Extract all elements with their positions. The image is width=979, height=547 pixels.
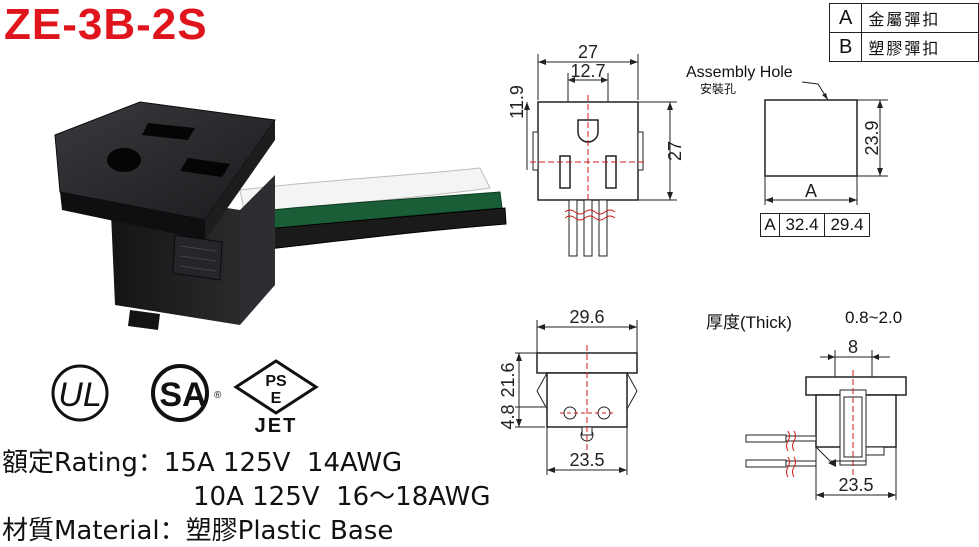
thickness-value: 0.8~2.0 xyxy=(845,308,903,327)
pse-mark: PS E JET xyxy=(233,359,319,435)
legend-key: A xyxy=(828,3,863,33)
dim-front-pin-spacing: 12.7 xyxy=(570,61,605,81)
dim-top-bottom-width: 23.5 xyxy=(569,450,604,470)
assembly-hole-label: Assembly Hole xyxy=(686,64,793,81)
dim-side-width: 8 xyxy=(848,337,858,357)
dim-front-top-offset: 11.9 xyxy=(507,85,527,119)
ul-mark: UL xyxy=(51,364,109,422)
rating-line-1: 額定Rating：15A 125V 14AWG xyxy=(2,448,402,478)
dim-top-height: 21.6 xyxy=(498,362,518,397)
dim-top-width: 29.6 xyxy=(569,307,604,327)
top-view-drawing: 29.6 21.6 4.8 23.5 xyxy=(498,307,638,475)
legend-value: 金屬彈扣 xyxy=(861,3,979,33)
pse-mark-top: PS xyxy=(265,373,287,390)
assembly-hole-drawing: 23.9 A xyxy=(764,81,888,205)
ul-mark-text: UL xyxy=(58,376,101,414)
jet-mark-text: JET xyxy=(255,415,298,435)
product-title: ZE-3B-2S xyxy=(4,0,208,49)
rating-label: 額定Rating： xyxy=(2,448,164,478)
cutout-value-b: 29.4 xyxy=(830,215,864,234)
svg-text:®: ® xyxy=(214,390,222,401)
side-view-drawing: 8 23.5 xyxy=(745,337,907,500)
dim-front-width: 27 xyxy=(578,42,598,62)
legend-table: A 金屬彈扣 B 塑膠彈扣 xyxy=(828,3,979,62)
dim-hole-width: A xyxy=(805,181,817,201)
material-label: 材質Material： xyxy=(2,516,186,546)
rating-value-2: 10A 125V 16～18AWG xyxy=(193,482,491,512)
csa-mark: SA ® xyxy=(151,364,222,422)
product-photo xyxy=(54,101,507,330)
pse-mark-bottom: E xyxy=(271,390,282,407)
csa-mark-text: SA xyxy=(159,376,206,414)
dim-front-height: 27 xyxy=(665,141,685,161)
legend-value: 塑膠彈扣 xyxy=(861,32,979,62)
dim-side-bottom-width: 23.5 xyxy=(838,475,873,495)
legend-row-b: B 塑膠彈扣 xyxy=(828,32,979,62)
material-line: 材質Material：塑膠Plastic Base xyxy=(2,516,393,546)
cutout-key: A xyxy=(761,214,780,236)
front-view-drawing: 27 12.7 11.9 27 xyxy=(507,42,685,257)
legend-key: B xyxy=(828,32,863,62)
legend-row-a: A 金屬彈扣 xyxy=(828,3,979,33)
cutout-table: A 32.4 29.4 xyxy=(760,213,870,237)
rating-line-2: 10A 125V 16～18AWG xyxy=(193,482,490,512)
thickness-label: 厚度(Thick) xyxy=(706,313,792,332)
assembly-hole-label-cn: 安裝孔 xyxy=(700,82,737,96)
cutout-value-a: 32.4 xyxy=(780,214,825,236)
rating-value-1: 15A 125V 14AWG xyxy=(163,448,403,478)
dim-hole-height: 23.9 xyxy=(862,120,882,155)
certification-marks: UL SA ® PS E JET xyxy=(51,359,319,435)
dim-top-step: 4.8 xyxy=(498,404,518,429)
material-value: 塑膠Plastic Base xyxy=(185,516,394,546)
